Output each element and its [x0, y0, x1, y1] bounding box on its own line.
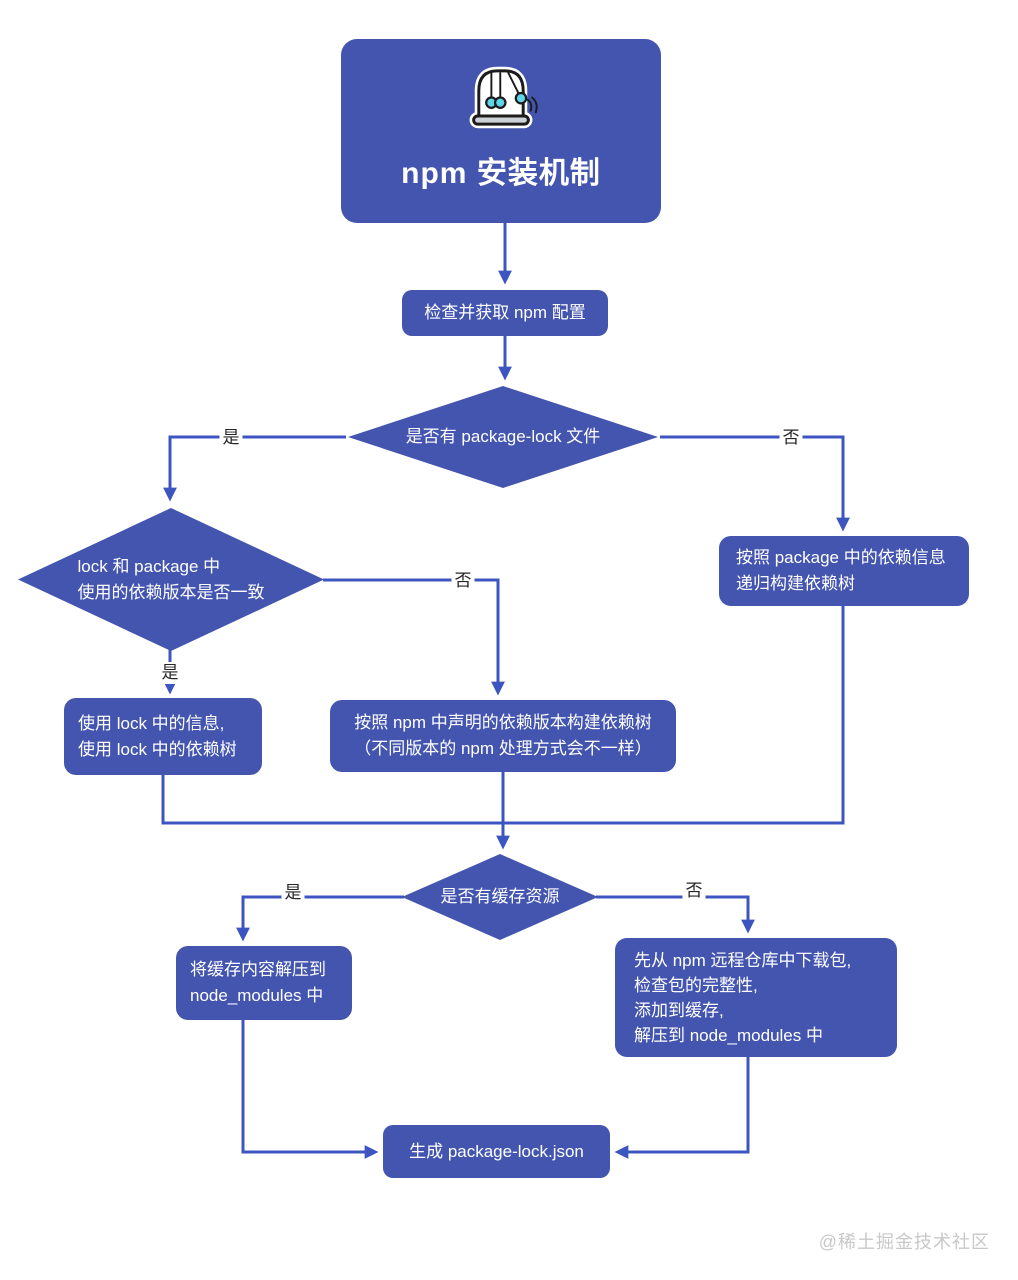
node-build-from-npm: 按照 npm 中声明的依赖版本构建依赖树 （不同版本的 npm 处理方式会不一样… [330, 700, 676, 772]
node-has-cache-label: 是否有缓存资源 [440, 887, 560, 906]
node-check-config-label: 检查并获取 npm 配置 [424, 303, 586, 322]
edge-uselock-join [161, 775, 503, 825]
node-use-lock-info-line1: 使用 lock 中的信息, [78, 713, 225, 733]
node-unpack-cache-line1: 将缓存内容解压到 [190, 960, 326, 979]
node-build-from-package-line1: 按照 package 中的依赖信息 [736, 548, 946, 567]
edge-cache-no [596, 895, 755, 934]
node-use-lock-info: 使用 lock 中的信息, 使用 lock 中的依赖树 [64, 698, 262, 775]
node-download-package-line1: 先从 npm 远程仓库中下载包, [634, 950, 852, 970]
newtons-cradle-icon [464, 61, 538, 139]
node-check-config: 检查并获取 npm 配置 [402, 290, 608, 336]
edge-package-join [503, 606, 845, 825]
edge-unpack-to-generate [241, 1020, 379, 1159]
node-use-lock-info-line2: 使用 lock 中的依赖树 [78, 739, 237, 759]
node-unpack-cache: 将缓存内容解压到 node_modules 中 [176, 946, 352, 1020]
edge-download-to-generate [614, 1057, 750, 1159]
node-build-from-package-line2: 递归构建依赖树 [736, 574, 855, 593]
node-build-from-npm-line2: （不同版本的 npm 处理方式会不一样） [354, 739, 652, 758]
node-versions-match-line2: 使用的依赖版本是否一致 [77, 582, 265, 602]
node-generate-lock-label: 生成 package-lock.json [409, 1141, 584, 1161]
title-label: npm 安装机制 [401, 157, 601, 190]
node-download-package: 先从 npm 远程仓库中下载包, 检查包的完整性, 添加到缓存, 解压到 nod… [615, 938, 897, 1057]
node-download-package-line4: 解压到 node_modules 中 [634, 1025, 823, 1045]
node-build-from-package: 按照 package 中的依赖信息 递归构建依赖树 [719, 536, 969, 606]
edge-lock-check-yes [163, 435, 346, 502]
watermark: @稀土掘金技术社区 [818, 1232, 990, 1252]
node-download-package-line2: 检查包的完整性, [634, 975, 758, 995]
node-has-package-lock-label: 是否有 package-lock 文件 [405, 427, 601, 446]
edge-label-yes-versions: 是 [158, 662, 182, 684]
edge-label-no-versions: 否 [451, 570, 475, 592]
edge-lock-check-no [660, 435, 850, 532]
edge-cache-yes [236, 895, 404, 942]
node-unpack-cache-line2: node_modules 中 [190, 986, 324, 1005]
edge-label-yes-cache: 是 [281, 882, 305, 904]
node-generate-lock: 生成 package-lock.json [383, 1125, 610, 1178]
edge-label-yes-lock-check: 是 [219, 427, 243, 449]
node-download-package-line3: 添加到缓存, [634, 1000, 724, 1020]
edge-label-no-lock-check: 否 [779, 427, 803, 449]
edge-label-no-cache: 否 [682, 880, 706, 902]
node-build-from-npm-line1: 按照 npm 中声明的依赖版本构建依赖树 [354, 713, 652, 732]
title-node: npm 安装机制 [341, 39, 661, 223]
node-versions-match-line1: lock 和 package 中 [77, 556, 221, 576]
edge-versions-no [323, 578, 505, 696]
